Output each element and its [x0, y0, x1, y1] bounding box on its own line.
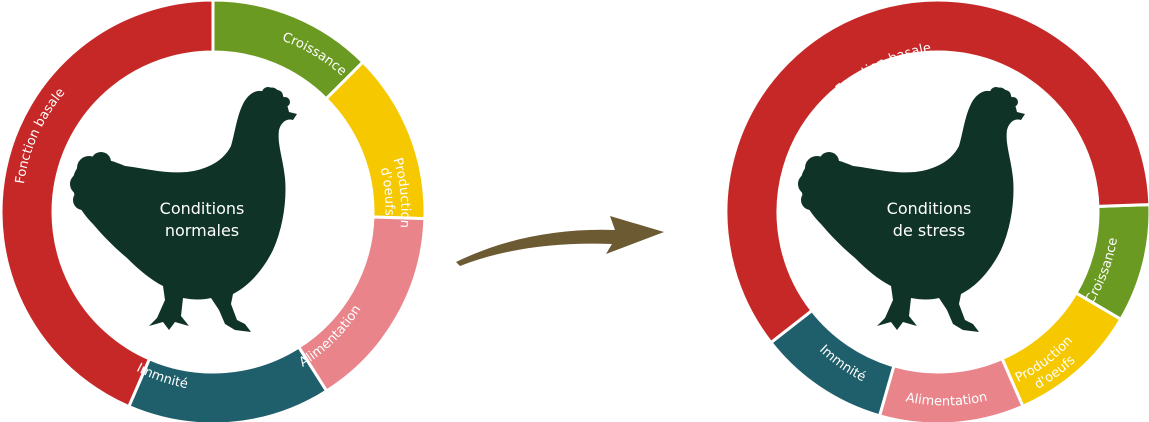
segment-fonction-basale-normal — [0, 0, 215, 409]
segment-label-alimentation-stress: Alimentation — [904, 390, 988, 410]
ring-stress-conditions: Fonction basale Croissance Production d'… — [724, 0, 1149, 422]
segment-alimentation-stress — [877, 356, 1025, 422]
segment-fonction-basale-stress — [724, 0, 1149, 345]
hen-silhouette-icon — [798, 87, 1025, 332]
ring-normal-conditions: Croissance Production d'oeufs Alimentati… — [0, 0, 427, 422]
center-title-line1-normal: Conditions — [160, 199, 245, 218]
center-title-line2-normal: normales — [165, 221, 239, 240]
hen-silhouette-icon — [70, 87, 298, 332]
curved-arrow-icon — [456, 216, 664, 266]
center-title-line2-stress: de stress — [893, 221, 965, 240]
center-title-line1-stress: Conditions — [887, 199, 972, 218]
